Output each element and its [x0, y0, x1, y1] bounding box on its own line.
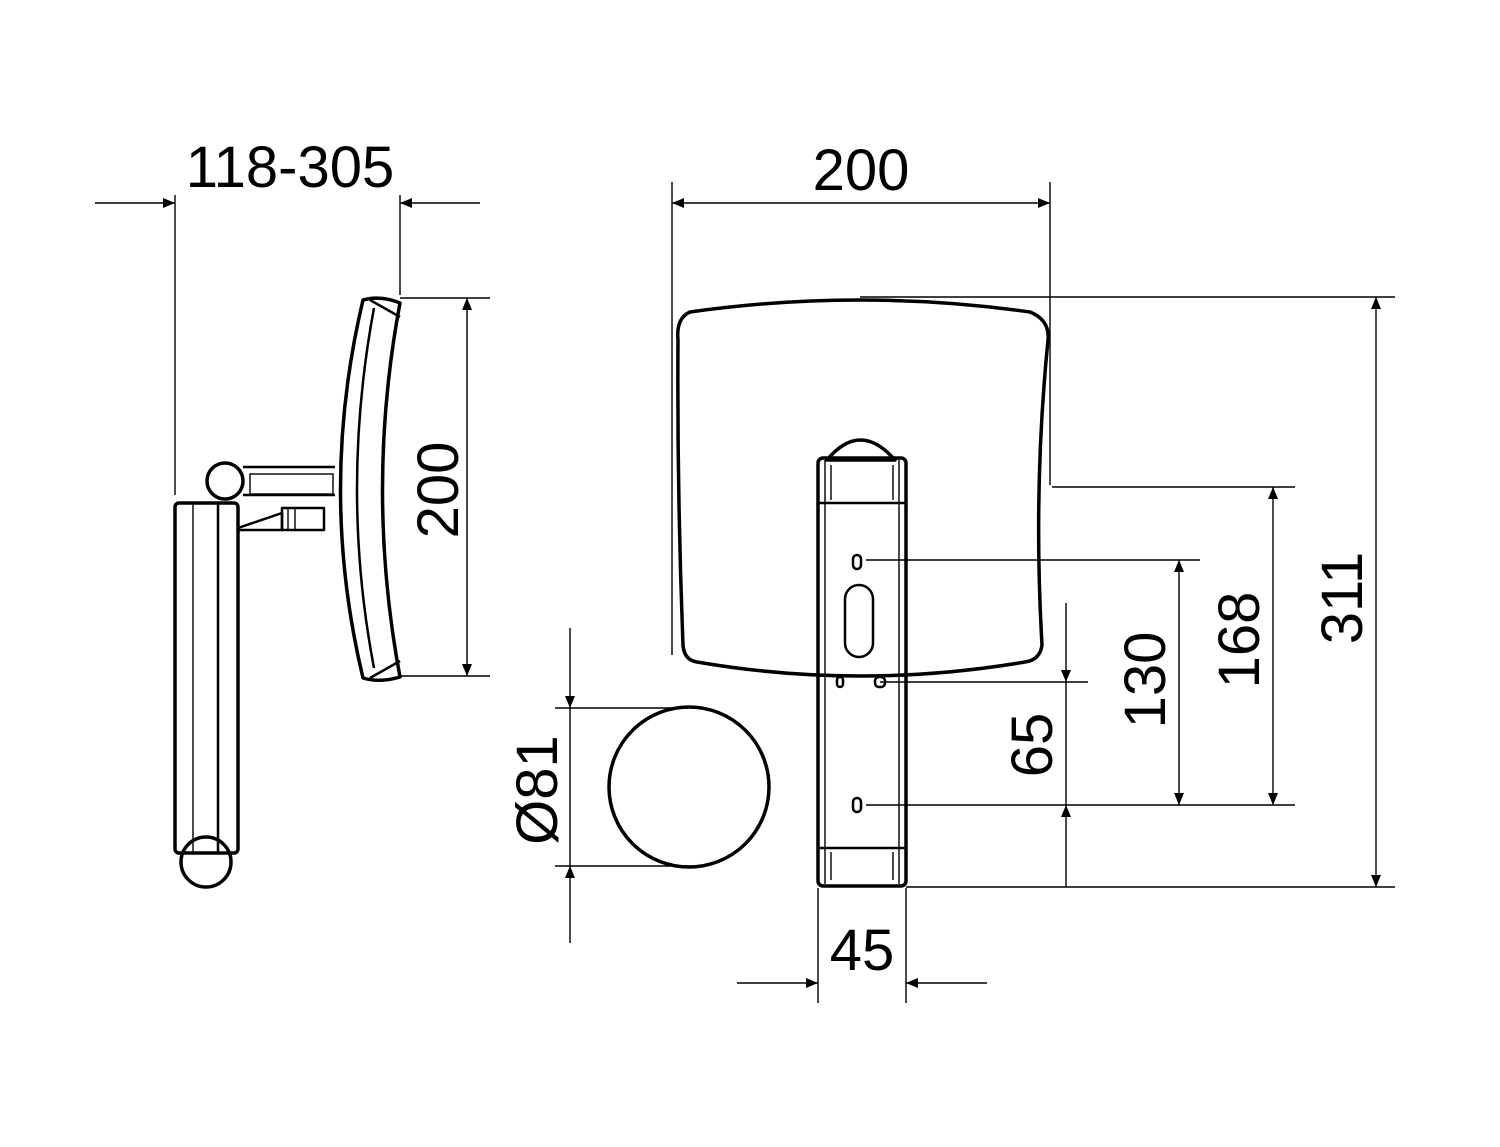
- mirror-side-profile: [338, 296, 402, 682]
- wall-bracket-front: [816, 438, 908, 888]
- swivel-arm-side: [205, 461, 335, 532]
- dimension-label-bracket-width: 45: [830, 918, 895, 983]
- round-cover-plate: Ø81: [505, 628, 771, 943]
- dimension-label-front-width: 200: [813, 138, 910, 203]
- dimension-label-side-projection: 118-305: [186, 135, 395, 200]
- dimension-label-hole-65: 65: [1000, 713, 1065, 778]
- dimension-label-hole-130: 130: [1113, 632, 1178, 729]
- dimension-bracket-width: 45: [737, 888, 987, 1003]
- dimension-label-plate-diameter: Ø81: [505, 735, 570, 845]
- dimension-front-width: 200: [671, 138, 1051, 655]
- cover-plate-circle: [607, 705, 771, 869]
- dimension-hole-168: 168: [866, 486, 1295, 806]
- dimension-hole-130: 130: [866, 559, 1200, 805]
- dimension-label-total-height: 311: [1310, 552, 1375, 644]
- side-view: 118-305 200: [95, 135, 490, 889]
- dimension-label-hole-168: 168: [1207, 592, 1272, 689]
- wall-bracket-side: [173, 501, 240, 889]
- front-view: 200 311 168 130 65: [671, 138, 1395, 1003]
- dimension-side-projection: 118-305: [95, 135, 480, 495]
- mirror-front: [676, 298, 1050, 678]
- dimension-side-height: 200: [400, 297, 490, 677]
- dimension-hole-65: 65: [880, 603, 1088, 887]
- dimension-label-side-height: 200: [406, 442, 471, 539]
- dimension-total-height: 311: [860, 296, 1395, 888]
